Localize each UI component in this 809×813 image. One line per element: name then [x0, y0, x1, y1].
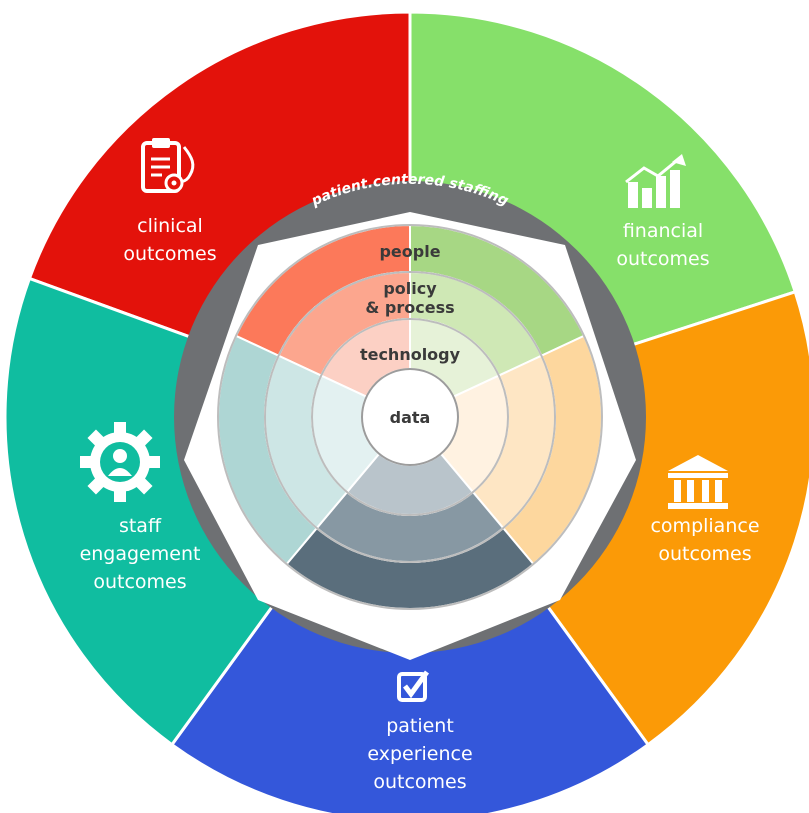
segment-label-staff-engagement-line-1: engagement [80, 543, 201, 565]
institution-building-icon [668, 455, 728, 509]
checkbox-icon [397, 670, 430, 702]
segment-label-patient-experience-line-0: patient [386, 715, 454, 737]
segment-label-patient-experience-line-2: outcomes [373, 771, 466, 793]
segment-label-staff-engagement-line-0: staff [119, 515, 162, 537]
rising-chart-icon [625, 154, 686, 208]
ring-label-data: data [390, 408, 431, 427]
ring-label-people: people [379, 242, 440, 261]
segment-label-clinical-line-0: clinical [137, 215, 203, 237]
segment-label-financial-line-1: outcomes [616, 248, 709, 270]
segment-label-staff-engagement-line-2: outcomes [93, 571, 186, 593]
segment-label-patient-experience-line-1: experience [367, 743, 472, 765]
segment-label-compliance-line-1: outcomes [658, 543, 751, 565]
ring-label-technology: technology [360, 345, 461, 364]
ring-label-policy: policy [383, 279, 437, 298]
segment-labels: clinical outcomes financial outcomes complia… [80, 215, 760, 793]
segment-label-compliance-line-0: compliance [650, 515, 759, 537]
data-core [361, 368, 459, 466]
ring-label-process: & process [365, 298, 454, 317]
segment-label-financial-line-0: financial [623, 220, 703, 242]
clipboard-stethoscope-icon [141, 138, 195, 193]
segment-label-clinical-line-1: outcomes [123, 243, 216, 265]
gear-person-icon [80, 422, 160, 502]
concentric-rings [217, 224, 603, 610]
